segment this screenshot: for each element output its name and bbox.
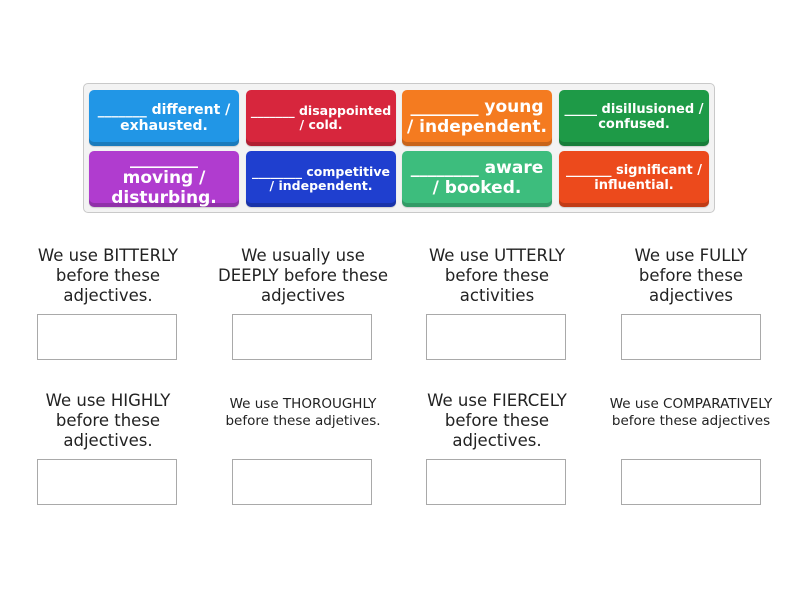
zone-label: We usually use DEEPLY before these adjec…: [218, 246, 389, 305]
tile-different-exhausted[interactable]: _______ different / exhausted.: [89, 90, 239, 146]
drop-box[interactable]: [621, 459, 761, 505]
tile-disillusioned-confused[interactable]: _____ disillusioned / confused.: [559, 90, 709, 146]
tile-young-independent[interactable]: ________ young / independent.: [402, 90, 552, 146]
tile-significant-influential[interactable]: _______ significant / influential.: [559, 151, 709, 207]
drop-box[interactable]: [37, 459, 177, 505]
zone-label: We use FIERCELY before these adjectives.: [427, 391, 567, 450]
zone-label: We use UTTERLY before these activities: [428, 246, 566, 305]
zone-label: We use FULLY before these adjectives: [634, 246, 748, 305]
tile-moving-disturbing[interactable]: ________ moving / disturbing.: [89, 149, 239, 207]
tile-competitive-independent[interactable]: ________ competitive / independent.: [246, 151, 396, 207]
tile-disappointed-cold[interactable]: _______ disappointed / cold.: [246, 90, 396, 146]
zone-label: We use COMPARATIVELY before these adject…: [609, 396, 773, 429]
drop-box[interactable]: [232, 459, 372, 505]
drop-box[interactable]: [426, 459, 566, 505]
drop-box[interactable]: [37, 314, 177, 360]
tile-aware-booked[interactable]: ________ aware / booked.: [402, 151, 552, 207]
zone-label: We use THOROUGHLY before these adjetives…: [225, 396, 381, 429]
drop-box[interactable]: [621, 314, 761, 360]
drop-box[interactable]: [426, 314, 566, 360]
zone-label: We use HIGHLY before these adjectives.: [45, 391, 171, 450]
zone-label: We use BITTERLY before these adjectives.: [37, 246, 179, 305]
drop-box[interactable]: [232, 314, 372, 360]
